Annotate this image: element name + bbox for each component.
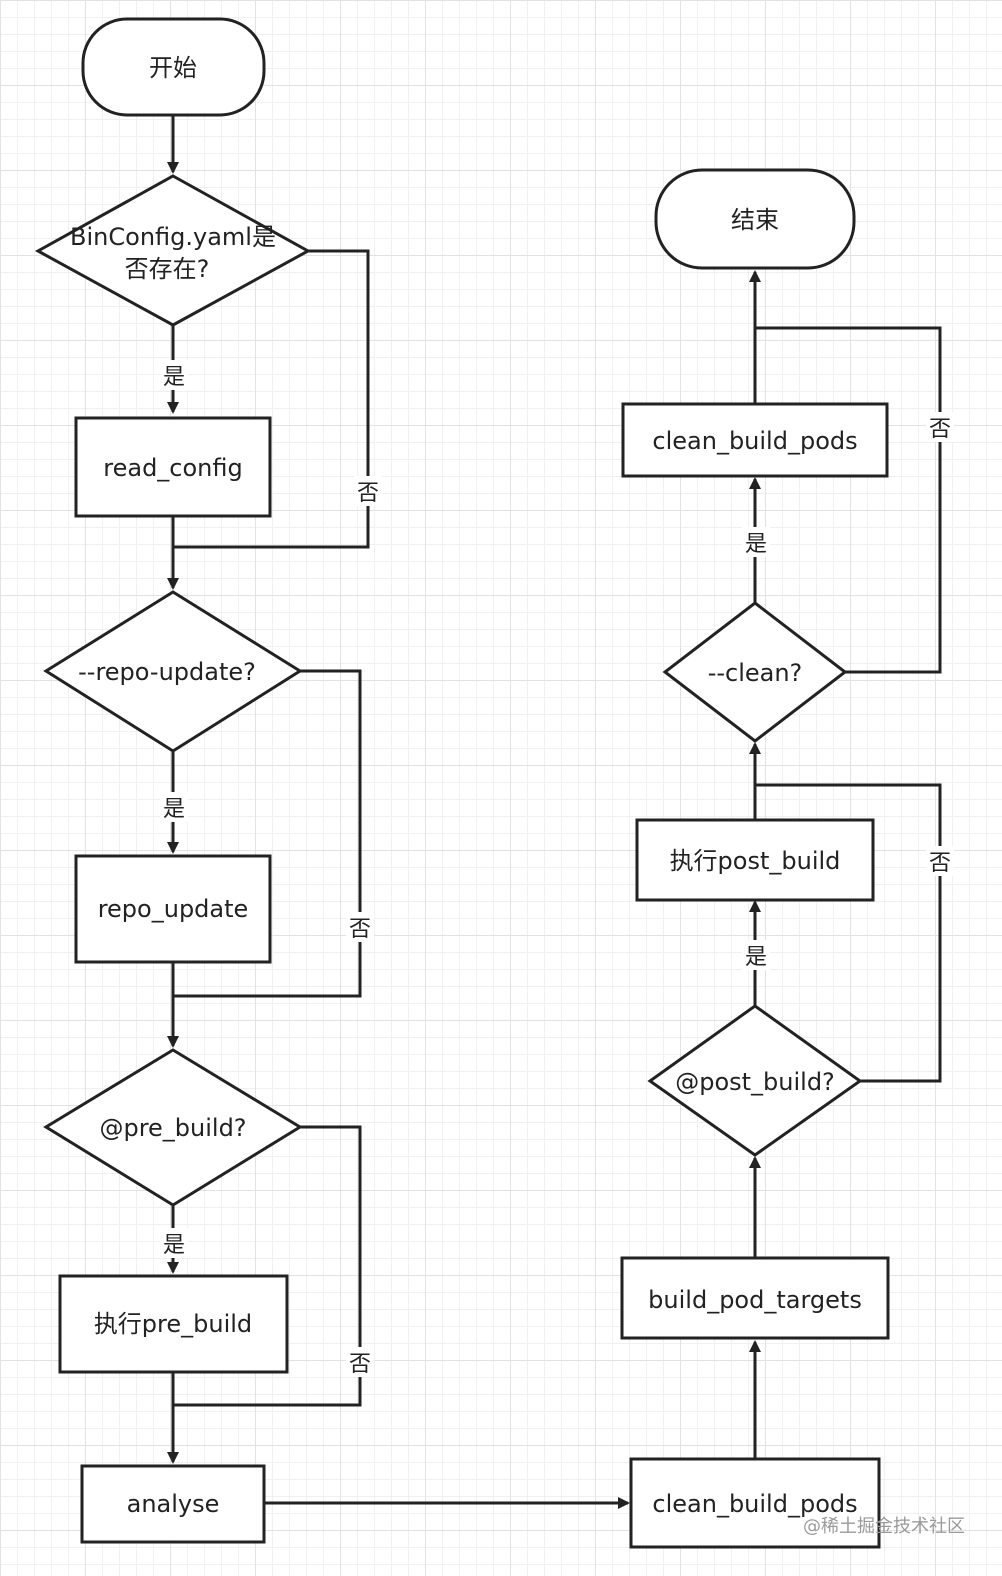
pre-build-decision-label: @pre_build? [99,1114,246,1142]
arrow-prebuild-no [173,1125,362,1407]
no-label-repo-update: 否 [349,917,371,942]
node-repo-update: repo_update [74,854,272,964]
node-analyse: analyse [80,1464,266,1544]
end-label: 结束 [731,206,779,234]
node-end: 结束 [654,168,856,270]
clean-build-pods-top-label: clean_build_pods [652,427,857,455]
binconfig-label-line2: 否存在? [125,255,210,283]
yes-label-clean: 是 [745,532,767,557]
watermark: @稀土掘金技术社区 [803,1516,965,1537]
arrow-binconfig-no [173,249,370,549]
node-read-config: read_config [74,416,272,518]
read-config-label: read_config [103,454,243,482]
start-label: 开始 [149,54,197,82]
branch-labels: 是 否 是 否 是 否 是 否 是 否 [160,360,954,1377]
build-pod-targets-label: build_pod_targets [648,1286,862,1314]
node-clean-build-pods-top: clean_build_pods [621,402,889,478]
decision-post-build: @post_build? [647,1004,863,1157]
arrow-clean-no [755,326,942,674]
node-build-pod-targets: build_pod_targets [620,1256,890,1340]
no-label-post-build: 否 [929,851,951,876]
analyse-label: analyse [127,1490,220,1518]
decision-clean: --clean? [662,601,848,743]
arrow-repoupdate-no [173,669,362,998]
no-label-clean: 否 [929,417,951,442]
no-label-pre-build: 否 [349,1352,371,1377]
node-clean-build-pods-bottom: clean_build_pods [629,1457,881,1549]
yes-label-pre-build: 是 [163,1233,185,1258]
clean-decision-label: --clean? [708,659,803,687]
repo-update-label: repo_update [98,895,249,923]
yes-label-binconfig: 是 [163,365,185,390]
no-label-binconfig: 否 [357,481,379,506]
decision-repo-update: --repo-update? [43,590,303,753]
decision-binconfig-exists: BinConfig.yaml是 否存在? [34,174,312,327]
node-exec-post-build: 执行post_build [635,818,875,902]
node-exec-pre-build: 执行pre_build [58,1274,289,1374]
exec-pre-build-label: 执行pre_build [94,1310,252,1338]
yes-label-post-build: 是 [745,945,767,970]
decision-pre-build: @pre_build? [43,1048,303,1207]
exec-post-build-label: 执行post_build [670,847,841,875]
node-start: 开始 [81,17,266,117]
binconfig-label-line1: BinConfig.yaml是 [70,223,276,251]
clean-build-pods-bottom-label: clean_build_pods [652,1490,857,1518]
yes-label-repo-update: 是 [163,797,185,822]
arrow-postbuild-no [755,783,942,1083]
repo-update-decision-label: --repo-update? [78,658,256,686]
post-build-decision-label: @post_build? [675,1068,835,1096]
